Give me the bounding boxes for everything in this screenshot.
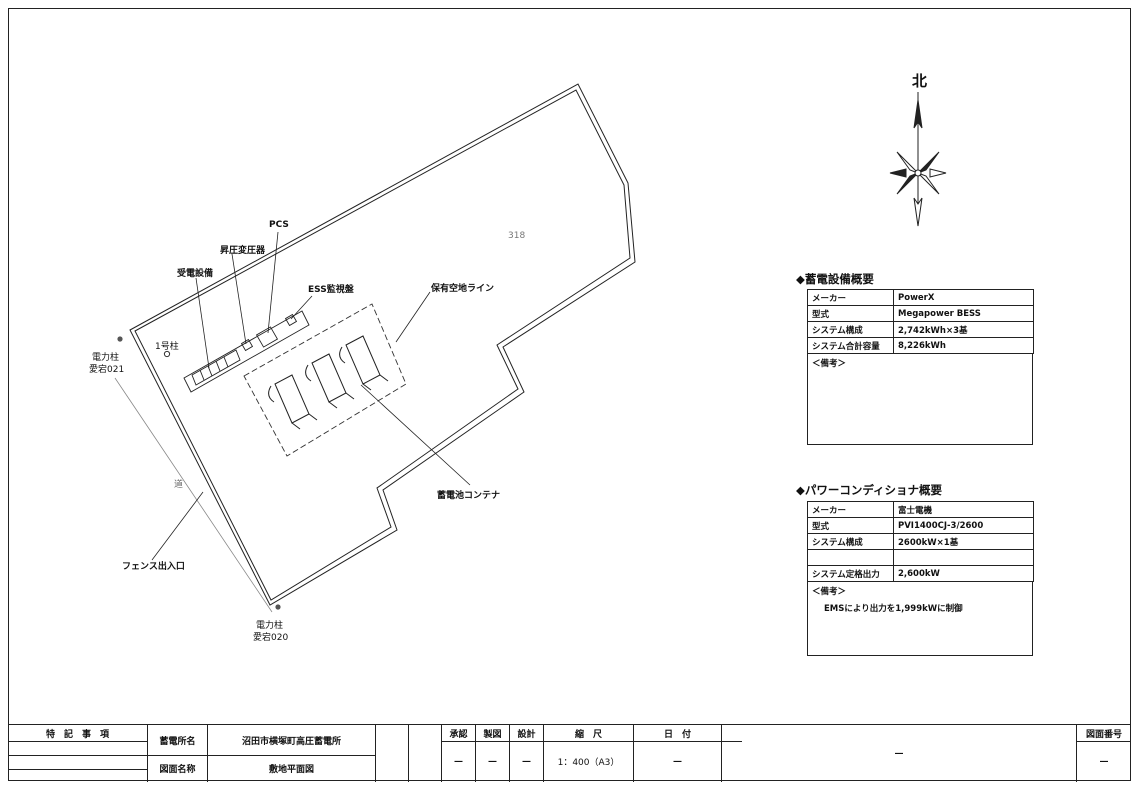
spec-key: 型式 <box>807 305 894 322</box>
drawing-label: 図面名称 <box>148 755 208 782</box>
battery-containers <box>268 335 389 430</box>
drawn-label: 製図 <box>476 725 510 741</box>
spec-value: 2600kW×1基 <box>893 533 1034 550</box>
date-value: — <box>634 741 722 782</box>
spec-key <box>807 549 894 566</box>
table-row <box>807 549 1034 566</box>
pole-icon <box>275 604 281 610</box>
drawing-no-value: — <box>1099 756 1109 767</box>
spec-key: システム定格出力 <box>807 565 894 582</box>
road-label: 道 <box>174 480 184 490</box>
battery-container-label: 蓄電池コンテナ <box>437 491 501 501</box>
spec-key: 型式 <box>807 517 894 534</box>
spec-key: メーカー <box>807 501 894 518</box>
table-row: メーカー富士電機 <box>807 501 1034 518</box>
spec-value: 富士電機 <box>893 501 1034 518</box>
center-value: — <box>722 725 1077 782</box>
designed-value: — <box>510 741 544 782</box>
spec-key: システム構成 <box>807 321 894 338</box>
receiving-label: 受電設備 <box>177 269 214 279</box>
remarks-label: ＜備考＞ <box>812 587 847 597</box>
drawing-frame <box>8 8 1131 781</box>
scale-label: 縮 尺 <box>544 725 634 741</box>
pcs-label: PCS <box>269 220 289 230</box>
drawn-value: — <box>476 741 510 782</box>
lot-number: 318 <box>508 231 526 241</box>
site-boundary <box>129 83 636 606</box>
north-label: 北 <box>912 72 928 90</box>
receiving-equipment <box>183 310 310 393</box>
spec-value: 8,226kWh <box>893 337 1034 354</box>
road-edge <box>114 377 273 613</box>
storage-remarks: ＜備考＞ <box>807 353 1033 445</box>
spec-key: システム構成 <box>807 533 894 550</box>
designed-label: 設計 <box>510 725 544 741</box>
special-notes-area <box>8 741 148 782</box>
clearance-line-label: 保有空地ライン <box>431 284 495 294</box>
pole-b-label-2: 愛宕020 <box>253 633 289 643</box>
drawing-no-label: 図面番号 <box>1085 729 1122 740</box>
pole-icon <box>117 336 123 342</box>
remarks-note: EMSにより出力を1,999kWに制御 <box>824 604 963 614</box>
divider <box>8 769 148 770</box>
divider <box>8 741 148 742</box>
blank-cell <box>409 725 442 782</box>
pcs-summary-title: ◆パワーコンディショナ概要 <box>796 483 943 497</box>
remarks-label: ＜備考＞ <box>812 359 847 369</box>
drawing-name: 敷地平面図 <box>208 755 376 782</box>
spec-value: PVI1400CJ-3/2600 <box>893 517 1034 534</box>
approved-value: — <box>442 741 476 782</box>
spec-value <box>893 549 1034 566</box>
spec-value: Megapower BESS <box>893 305 1034 322</box>
divider <box>442 741 742 742</box>
spec-key: システム合計容量 <box>807 337 894 354</box>
fence-gate-label: フェンス出入口 <box>122 562 185 572</box>
pole-b-label-1: 電力柱 <box>256 621 284 631</box>
divider <box>1077 741 1131 742</box>
date-label: 日 付 <box>634 725 722 741</box>
station-name: 沼田市横塚町高圧蓄電所 <box>208 725 376 755</box>
ess-panel-label: ESS監視盤 <box>308 285 354 295</box>
storage-summary-title: ◆蓄電設備概要 <box>796 272 874 286</box>
pole-a-label-1: 電力柱 <box>92 353 120 363</box>
transformer-label: 昇圧変圧器 <box>220 246 266 256</box>
station-label: 蓄電所名 <box>148 725 208 755</box>
pcs-remarks: ＜備考＞ EMSにより出力を1,999kWに制御 <box>807 581 1033 656</box>
title-block: 特 記 事 項 蓄電所名 沼田市横塚町高圧蓄電所 図面名称 敷地平面図 承認 製… <box>8 724 1131 782</box>
pole-a-label-2: 愛宕021 <box>89 365 125 375</box>
approved-label: 承認 <box>442 725 476 741</box>
spec-value: 2,742kWh×3基 <box>893 321 1034 338</box>
pole1-label: 1号柱 <box>155 342 179 352</box>
blank-cell <box>376 725 409 782</box>
divider <box>148 755 376 756</box>
spec-value: 2,600kW <box>893 565 1034 582</box>
special-notes-label: 特 記 事 項 <box>8 725 148 741</box>
leader-lines <box>151 231 471 561</box>
north-arrow-icon <box>889 92 947 227</box>
scale-value: 1：400（A3） <box>544 741 634 782</box>
spec-key: メーカー <box>807 289 894 306</box>
divider <box>8 755 148 756</box>
pole-icon <box>163 350 171 358</box>
spec-value: PowerX <box>893 289 1034 306</box>
